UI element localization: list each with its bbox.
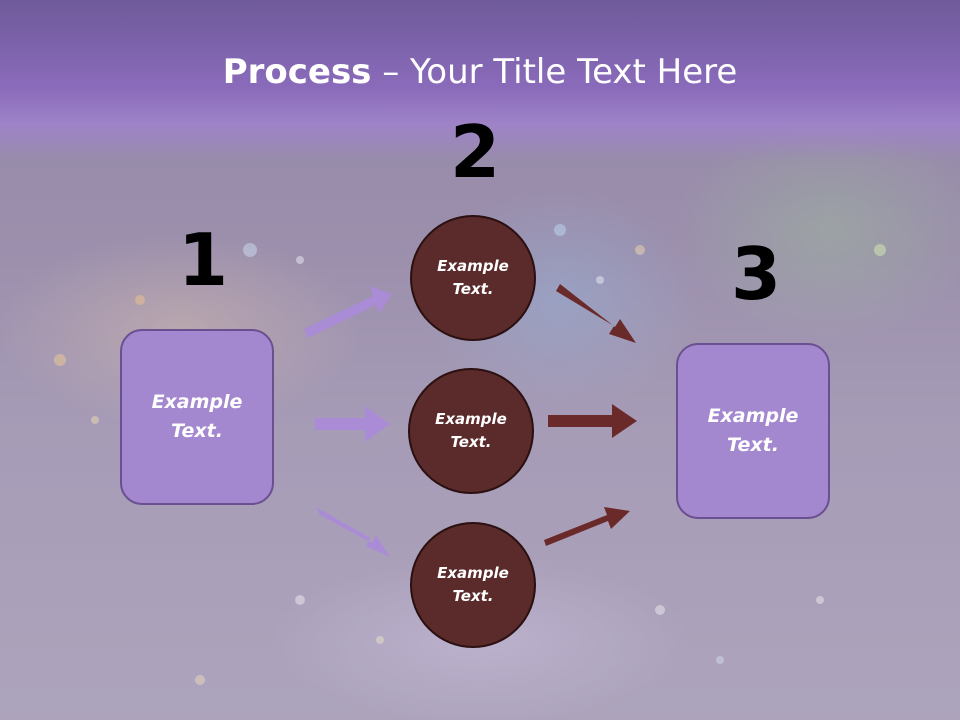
step-box-1-text: Example Text. (151, 391, 243, 442)
arrow-right-right (548, 404, 637, 438)
middle-circle-1[interactable]: Example Text. (410, 215, 536, 341)
slide-title: Process – Your Title Text Here (0, 52, 960, 92)
middle-circle-3-text: Example Text. (437, 564, 509, 605)
middle-circle-2[interactable]: Example Text. (408, 368, 534, 494)
title-bold: Process (222, 52, 372, 92)
arrow-down-right-right (556, 284, 636, 343)
arrow-up-right-left (304, 286, 392, 338)
arrow-right-left (315, 406, 390, 442)
step-number-2: 2 (450, 110, 501, 194)
title-rest: – Your Title Text Here (371, 52, 738, 92)
left-arrows (304, 286, 392, 557)
arrow-up-right-right (544, 507, 630, 546)
step-box-3[interactable]: Example Text. (676, 343, 830, 519)
step-number-3: 3 (731, 232, 782, 316)
middle-circle-2-text: Example Text. (435, 410, 507, 451)
title-band (0, 0, 960, 160)
arrow-down-right-left (316, 507, 390, 557)
middle-circle-3[interactable]: Example Text. (410, 522, 536, 648)
middle-circle-1-text: Example Text. (437, 257, 509, 298)
step-number-1: 1 (178, 218, 229, 302)
step-box-1[interactable]: Example Text. (120, 329, 274, 505)
step-box-3-text: Example Text. (707, 405, 799, 456)
right-arrows (544, 284, 637, 546)
